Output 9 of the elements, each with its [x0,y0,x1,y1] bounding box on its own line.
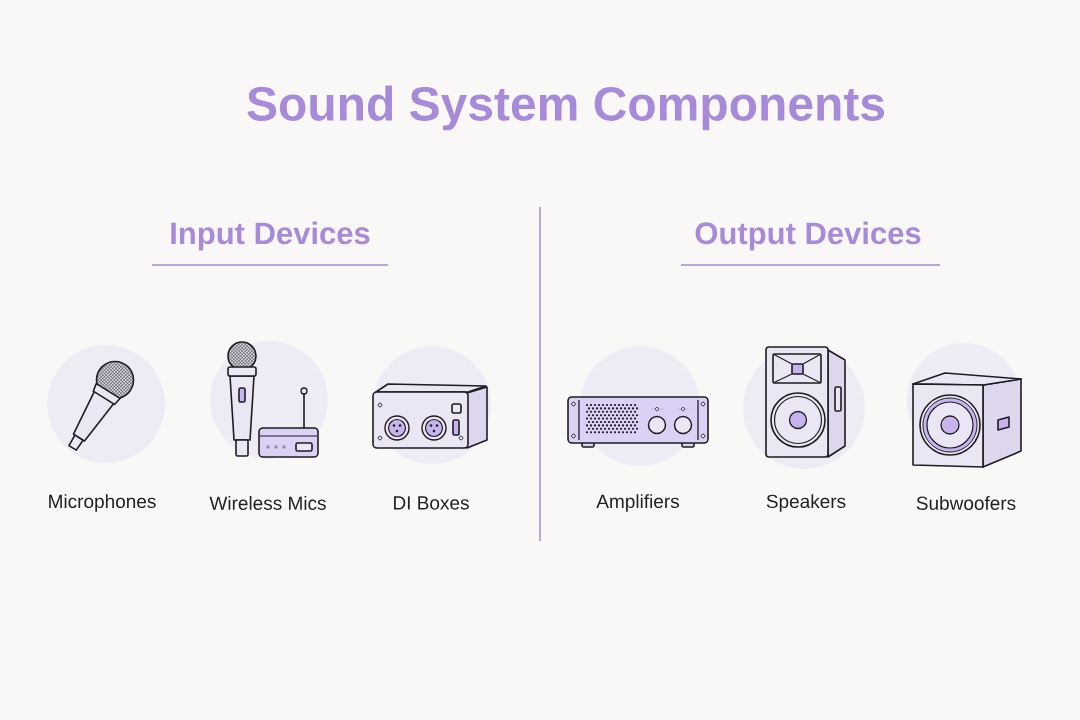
item-label: Speakers [766,494,846,512]
item-label: Subwoofers [916,496,1016,510]
item-label: Wireless Mics [209,496,326,510]
item-label: Amplifiers [596,494,679,512]
title: Sound System Components [247,85,885,131]
item-label: Microphones [49,494,156,512]
section-heading: Input Devices [171,221,370,251]
section-heading: Output Devices [695,221,921,251]
item-label: DI Boxes [394,496,469,510]
